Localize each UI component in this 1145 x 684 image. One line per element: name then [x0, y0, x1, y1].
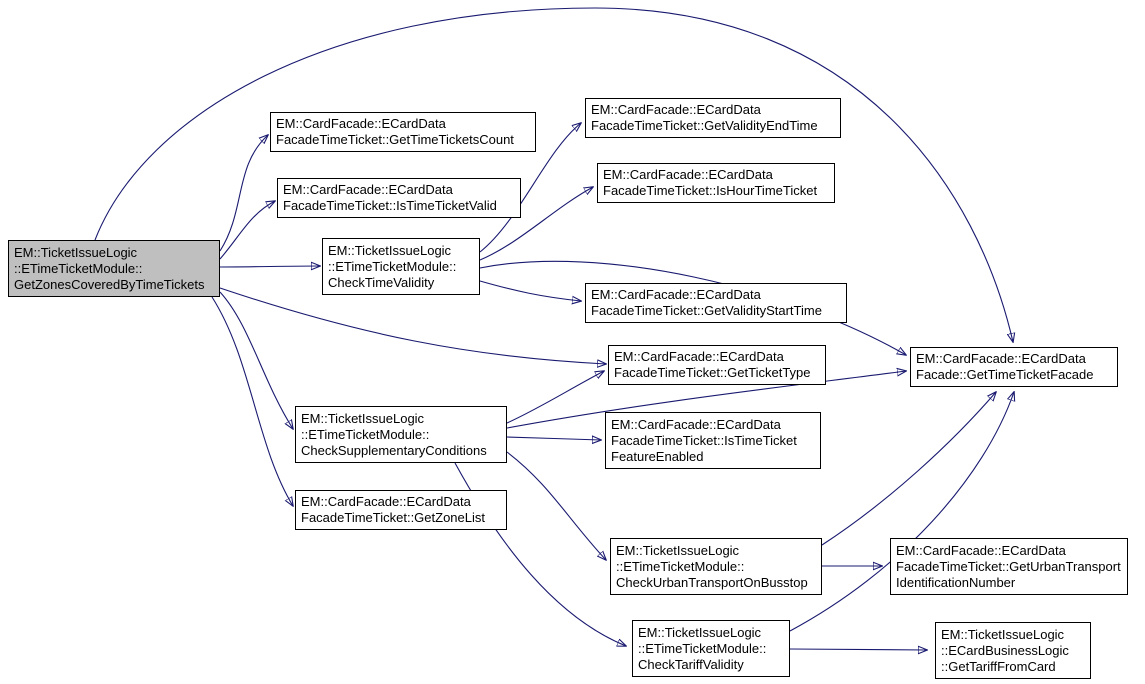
edge-check-supplementary-conditions-to-check-urban-transport-on-busstop: [506, 451, 606, 560]
node-get-time-ticket-facade[interactable]: EM::CardFacade::ECardData Facade::GetTim…: [910, 347, 1118, 387]
node-label-line: FacadeTimeTicket::GetTicketType: [614, 365, 811, 380]
node-label-line: ::GetTariffFromCard: [941, 658, 1056, 674]
node-label-line: CheckTimeValidity: [328, 274, 435, 290]
node-label-line: EM::CardFacade::ECardData: [603, 167, 773, 182]
node-label-line: FacadeTimeTicket::GetZoneList: [301, 510, 485, 525]
node-label-line: EM::CardFacade::ECardData: [916, 351, 1086, 366]
node-get-zones-covered-by-time-tickets[interactable]: EM::TicketIssueLogic ::ETimeTicketModule…: [8, 240, 220, 297]
node-check-supplementary-conditions[interactable]: EM::TicketIssueLogic ::ETimeTicketModule…: [295, 406, 507, 463]
edge-check-tariff-validity-to-get-tariff-from-card: [789, 649, 927, 650]
edge-check-time-validity-to-get-time-ticket-facade: [479, 260, 906, 355]
node-label-line: EM::TicketIssueLogic: [616, 542, 740, 558]
node-label-line: ::ETimeTicketModule::: [616, 558, 745, 574]
edge-root-to-check-time-validity: [219, 266, 320, 267]
node-label-line: EM::CardFacade::ECardData: [591, 102, 761, 117]
edge-root-to-get-time-ticket-facade: [94, 7, 1013, 342]
node-label-line: EM::TicketIssueLogic: [638, 624, 762, 640]
edge-check-supplementary-conditions-to-is-time-ticket-feature-enabled: [506, 437, 601, 440]
node-label-line: EM::CardFacade::ECardData: [301, 494, 471, 509]
node-is-time-ticket-valid[interactable]: EM::CardFacade::ECardData FacadeTimeTick…: [277, 178, 521, 218]
node-get-time-tickets-count[interactable]: EM::CardFacade::ECardData FacadeTimeTick…: [270, 112, 536, 152]
node-label-line: IdentificationNumber: [896, 574, 1016, 590]
edge-root-to-is-time-ticket-valid: [219, 201, 275, 260]
node-label-line: EM::CardFacade::ECardData: [283, 182, 453, 197]
node-label-line: EM::CardFacade::ECardData: [591, 287, 761, 302]
node-label-line: FacadeTimeTicket::GetValidityEndTime: [591, 118, 818, 133]
node-is-hour-time-ticket[interactable]: EM::CardFacade::ECardData FacadeTimeTick…: [597, 163, 835, 203]
node-label-line: EM::CardFacade::ECardData: [276, 116, 446, 131]
node-get-urban-transport-identification-number[interactable]: EM::CardFacade::ECardData FacadeTimeTick…: [890, 538, 1128, 595]
node-get-tariff-from-card[interactable]: EM::TicketIssueLogic ::ECardBusinessLogi…: [935, 622, 1091, 679]
node-label-line: ::ETimeTicketModule::: [301, 426, 430, 442]
node-label-line: FeatureEnabled: [611, 448, 704, 464]
edge-root-to-get-ticket-type: [219, 287, 606, 364]
node-label-line: ::ETimeTicketModule::: [14, 260, 143, 276]
node-label-line: FacadeTimeTicket::IsTimeTicket: [611, 432, 797, 448]
node-check-tariff-validity[interactable]: EM::TicketIssueLogic ::ETimeTicketModule…: [632, 620, 790, 677]
node-label-line: EM::TicketIssueLogic: [301, 410, 425, 426]
node-get-validity-start-time[interactable]: EM::CardFacade::ECardData FacadeTimeTick…: [585, 283, 847, 323]
edge-check-time-validity-to-get-validity-start-time: [479, 280, 581, 301]
node-get-zone-list[interactable]: EM::CardFacade::ECardData FacadeTimeTick…: [295, 490, 507, 530]
node-is-time-ticket-feature-enabled[interactable]: EM::CardFacade::ECardData FacadeTimeTick…: [605, 412, 821, 469]
node-label-line: EM::CardFacade::ECardData: [614, 349, 784, 364]
node-check-urban-transport-on-busstop[interactable]: EM::TicketIssueLogic ::ETimeTicketModule…: [610, 538, 822, 595]
node-label-line: CheckTariffValidity: [638, 656, 744, 672]
edge-check-supplementary-conditions-to-get-time-ticket-facade: [506, 371, 906, 429]
edge-check-time-validity-to-get-validity-end-time: [479, 123, 581, 253]
node-label-line: FacadeTimeTicket::GetUrbanTransport: [896, 558, 1121, 574]
node-label-line: CheckUrbanTransportOnBusstop: [616, 574, 808, 590]
node-label-line: EM::CardFacade::ECardData: [896, 542, 1066, 558]
node-get-validity-end-time[interactable]: EM::CardFacade::ECardData FacadeTimeTick…: [585, 98, 841, 138]
node-label-line: FacadeTimeTicket::GetValidityStartTime: [591, 303, 822, 318]
node-label-line: GetZonesCoveredByTimeTickets: [14, 276, 205, 292]
node-check-time-validity[interactable]: EM::TicketIssueLogic ::ETimeTicketModule…: [322, 238, 480, 295]
edge-root-to-get-zone-list: [211, 296, 293, 506]
edge-check-urban-transport-to-get-time-ticket-facade: [821, 392, 996, 546]
node-label-line: ::ETimeTicketModule::: [638, 640, 767, 656]
node-label-line: ::ECardBusinessLogic: [941, 642, 1069, 658]
node-label-line: EM::TicketIssueLogic: [328, 242, 452, 258]
node-label-line: EM::CardFacade::ECardData: [611, 416, 781, 432]
edge-check-tariff-validity-to-get-time-ticket-facade: [789, 392, 1014, 632]
node-label-line: ::ETimeTicketModule::: [328, 258, 457, 274]
edge-root-to-get-time-tickets-count: [219, 135, 268, 252]
node-label-line: EM::TicketIssueLogic: [941, 626, 1065, 642]
node-label-line: CheckSupplementaryConditions: [301, 442, 487, 458]
edge-check-time-validity-to-is-hour-time-ticket: [479, 187, 593, 261]
node-label-line: FacadeTimeTicket::GetTimeTicketsCount: [276, 132, 514, 147]
node-get-ticket-type[interactable]: EM::CardFacade::ECardData FacadeTimeTick…: [608, 345, 826, 385]
node-label-line: FacadeTimeTicket::IsTimeTicketValid: [283, 198, 497, 213]
edge-root-to-check-supplementary-conditions: [219, 291, 293, 429]
edge-check-supplementary-conditions-to-get-ticket-type: [506, 371, 604, 424]
node-label-line: Facade::GetTimeTicketFacade: [916, 367, 1094, 382]
node-label-line: EM::TicketIssueLogic: [14, 244, 138, 260]
node-label-line: FacadeTimeTicket::IsHourTimeTicket: [603, 183, 818, 198]
